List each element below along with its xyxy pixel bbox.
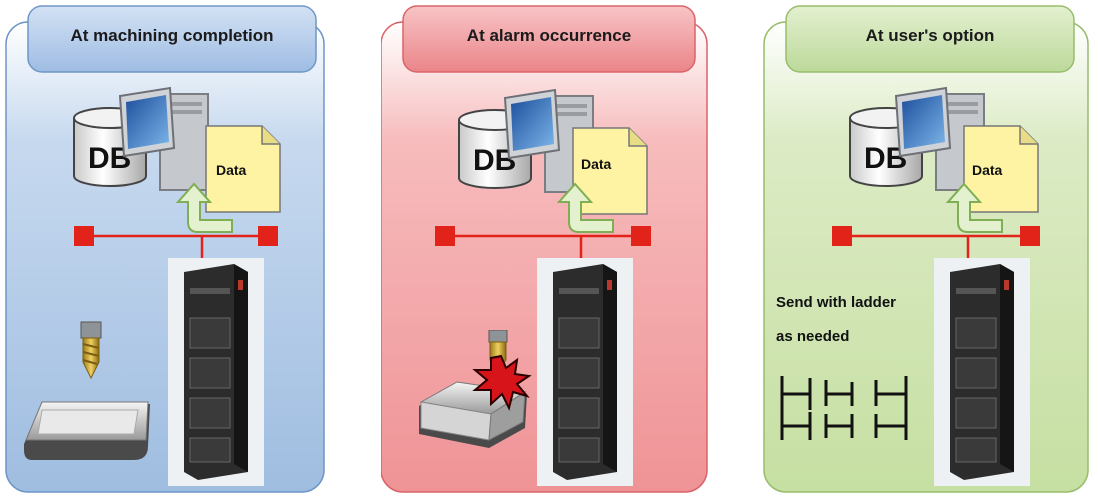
computer-icon [118, 86, 209, 191]
ladder-note: Send with ladder as needed [776, 286, 896, 354]
controller-unit-icon [168, 258, 264, 486]
network-node [258, 226, 278, 246]
panel-machining-completion: At machining completion DB Data [0, 0, 330, 498]
computer-icon [894, 86, 985, 191]
workpiece-icon [24, 401, 150, 460]
controller-unit-icon [537, 258, 633, 486]
panel-alarm-occurrence: At alarm occurrence DB Data [381, 0, 711, 498]
panel-title: At user's option [865, 26, 995, 45]
computer-icon [503, 88, 594, 193]
network-node [1020, 226, 1040, 246]
network-node [74, 226, 94, 246]
upload-arrow-icon [175, 182, 233, 233]
drill-bit-icon [80, 321, 102, 380]
panel-title: At alarm occurrence [466, 26, 632, 45]
data-label: Data [972, 162, 1003, 178]
alarm-burst-icon [472, 330, 532, 411]
ladder-note-line2: as needed [776, 328, 850, 345]
data-document-icon [572, 127, 648, 215]
network-line [832, 226, 1040, 258]
title-tab [402, 5, 696, 73]
upload-arrow-icon [556, 182, 614, 233]
network-node [631, 226, 651, 246]
data-label: Data [216, 162, 247, 178]
upload-arrow-icon [945, 182, 1003, 233]
network-node [832, 226, 852, 246]
controller-unit-icon [934, 258, 1030, 486]
data-label: Data [581, 156, 612, 172]
panel-title: At machining completion [70, 26, 274, 45]
ladder-diagram-icon [780, 376, 908, 440]
workpiece-icon [419, 381, 527, 448]
title-tab [785, 5, 1075, 73]
network-line [435, 226, 651, 258]
network-line [74, 226, 278, 258]
title-tab [27, 5, 317, 73]
network-node [435, 226, 455, 246]
panel-user-option: At user's option DB Data [762, 0, 1092, 498]
ladder-note-line1: Send with ladder [776, 294, 897, 311]
